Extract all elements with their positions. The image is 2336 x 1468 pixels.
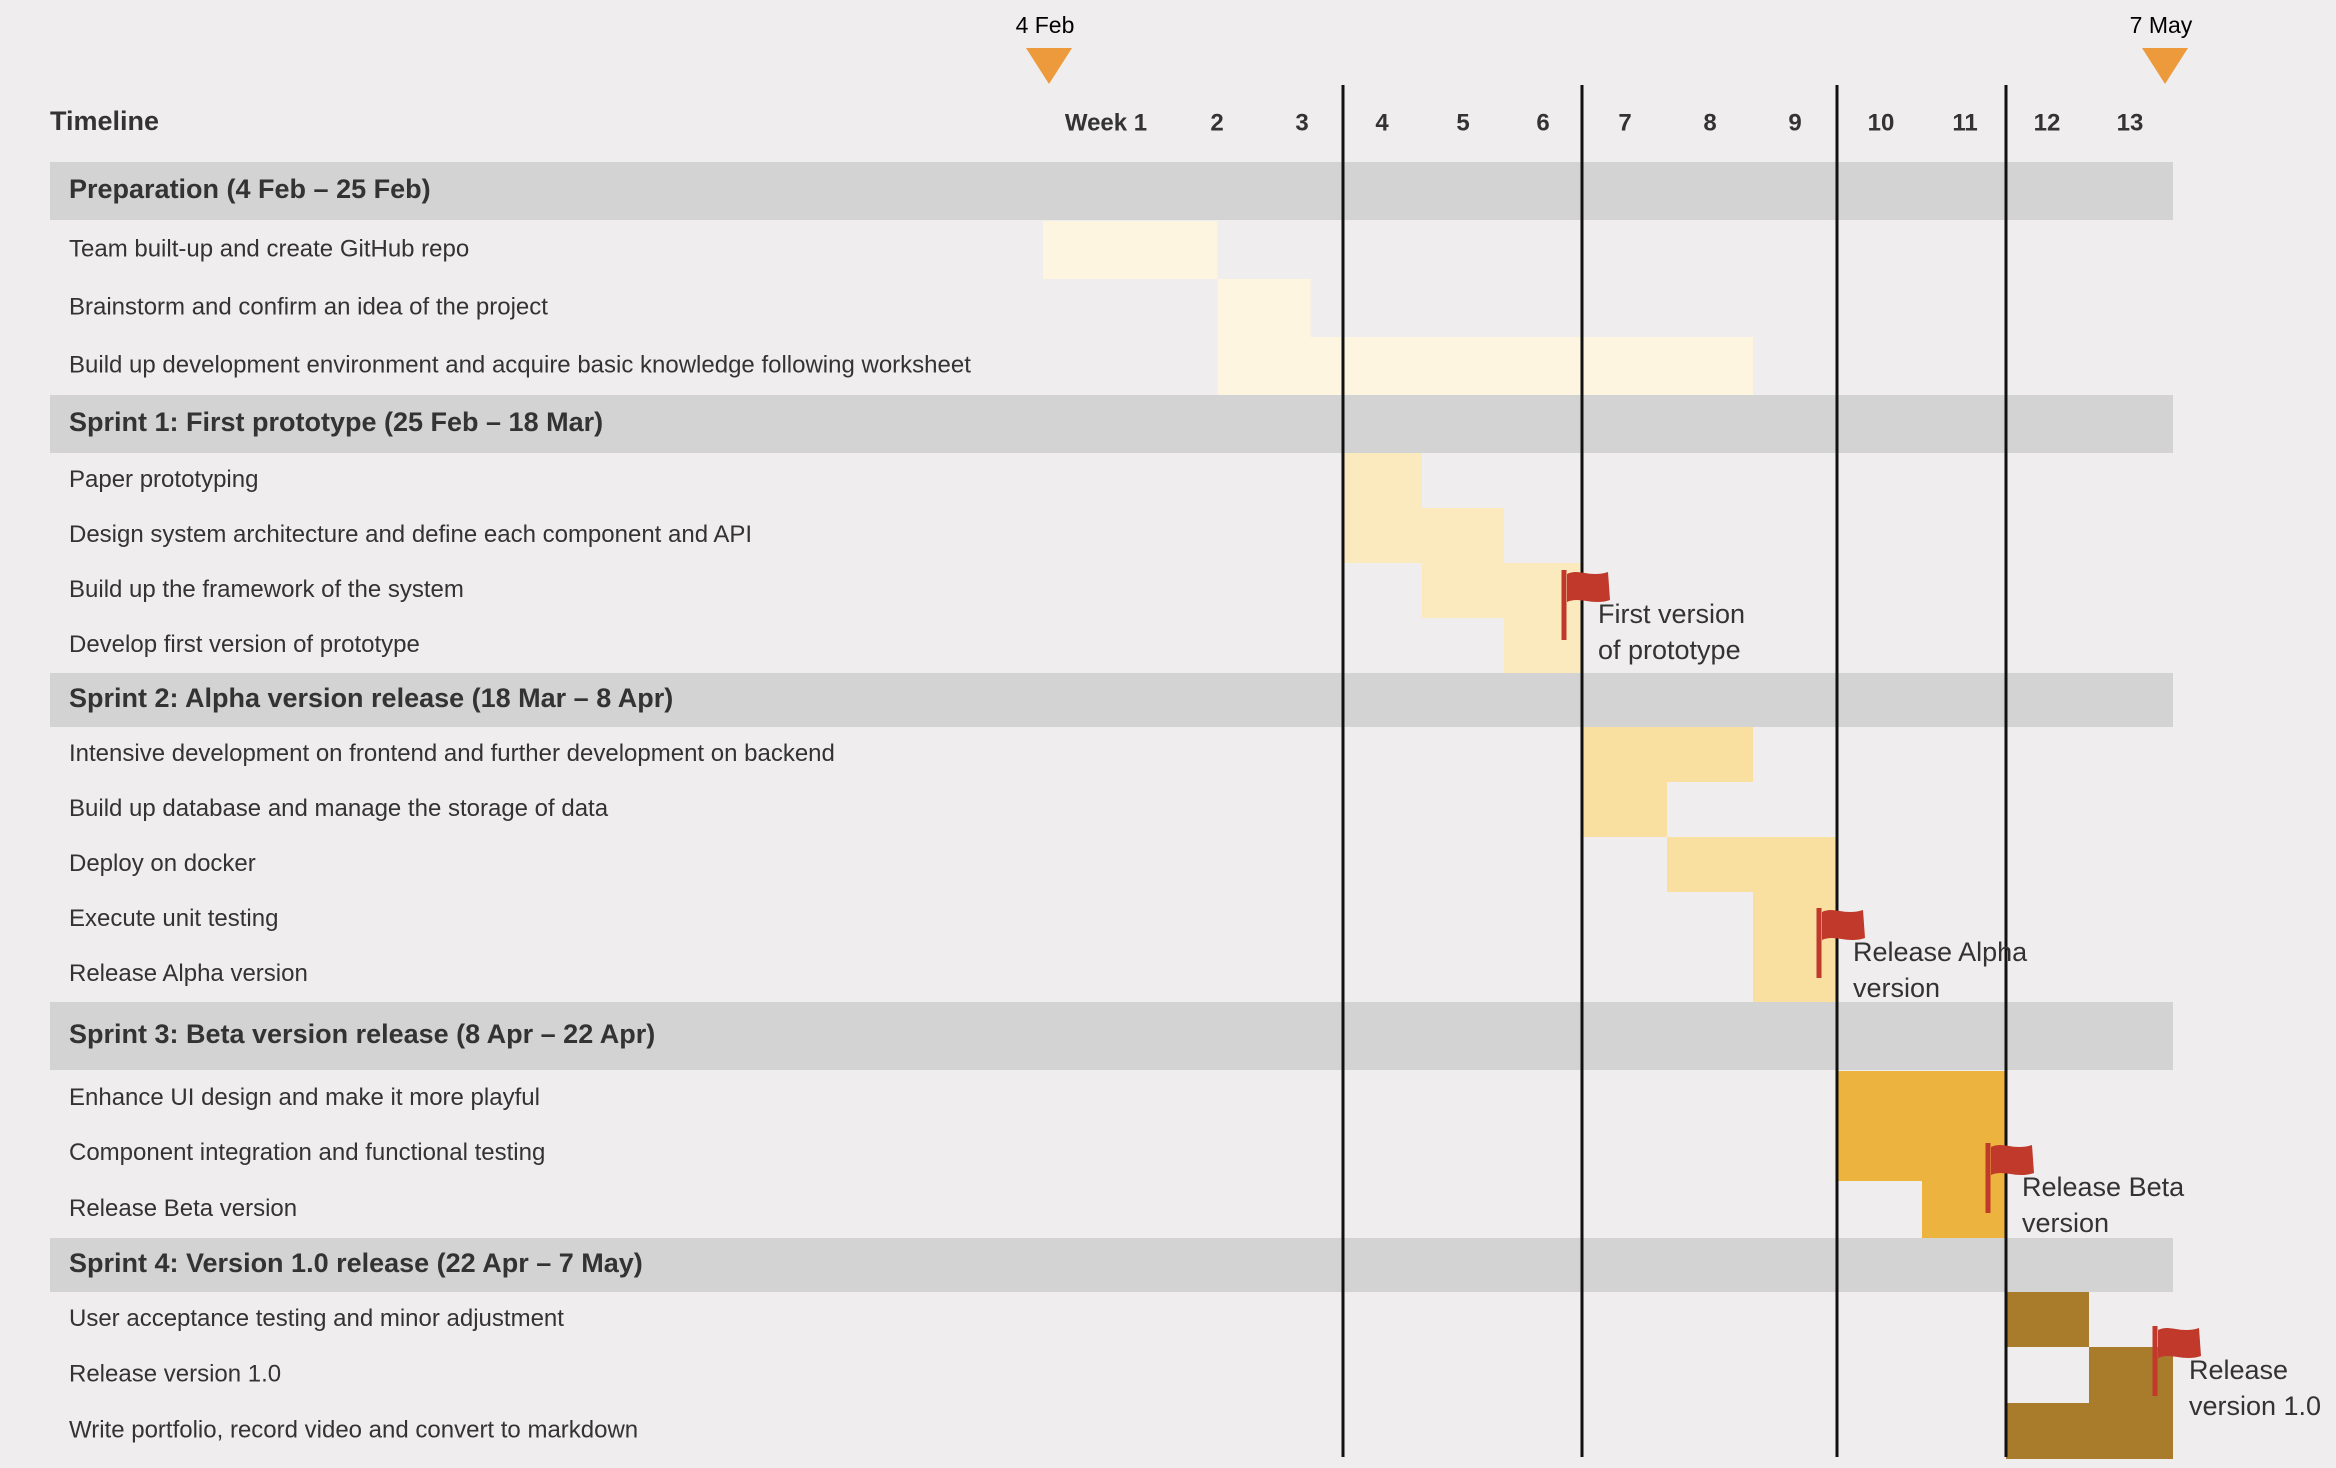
task-label: Build up the framework of the system <box>69 576 464 603</box>
task-label: Release version 1.0 <box>69 1360 281 1387</box>
date-marker-label: 7 May <box>2130 12 2193 38</box>
task-label: Brainstorm and confirm an idea of the pr… <box>69 293 548 320</box>
task-bar <box>2006 1403 2173 1459</box>
group-label: Sprint 4: Version 1.0 release (22 Apr – … <box>69 1248 643 1278</box>
group-band <box>50 162 2173 220</box>
group-label: Sprint 2: Alpha version release (18 Mar … <box>69 683 673 713</box>
task-bar <box>1217 337 1753 395</box>
group-band <box>50 395 2173 453</box>
week-label: 3 <box>1295 109 1308 136</box>
week-label: 2 <box>1210 109 1223 136</box>
task-label: User acceptance testing and minor adjust… <box>69 1305 564 1332</box>
task-label: Enhance UI design and make it more playf… <box>69 1084 540 1111</box>
task-label: Write portfolio, record video and conver… <box>69 1416 638 1443</box>
milestone-label: version <box>1853 973 1940 1003</box>
week-label: 13 <box>2117 109 2144 136</box>
group-label: Preparation (4 Feb – 25 Feb) <box>69 174 431 204</box>
week-label: 4 <box>1375 109 1389 136</box>
milestone-flag-icon <box>1822 910 1865 940</box>
milestone-label: Release <box>2189 1355 2288 1385</box>
milestone-label: First version <box>1598 599 1745 629</box>
week-label: 7 <box>1618 109 1631 136</box>
chart-title: Timeline <box>50 106 160 136</box>
milestone-flag-icon <box>1991 1145 2034 1175</box>
date-marker-icon <box>1026 48 1072 84</box>
task-label: Team built-up and create GitHub repo <box>69 235 469 262</box>
task-bar <box>1504 618 1582 673</box>
week-label: 5 <box>1456 109 1469 136</box>
week-label: Week 1 <box>1065 109 1147 136</box>
task-label: Release Alpha version <box>69 960 308 987</box>
group-label: Sprint 1: First prototype (25 Feb – 18 M… <box>69 407 603 437</box>
week-label: 6 <box>1536 109 1549 136</box>
task-label: Build up database and manage the storage… <box>69 795 609 822</box>
task-bar <box>1217 279 1311 337</box>
week-label: 10 <box>1868 109 1895 136</box>
milestone-flag-icon <box>1567 572 1610 602</box>
task-bar <box>1343 508 1504 563</box>
task-bar <box>1753 947 1837 1002</box>
milestone-label: version <box>2022 1208 2109 1238</box>
task-bar <box>1922 1181 2006 1238</box>
task-label: Component integration and functional tes… <box>69 1139 545 1166</box>
group-band <box>50 1002 2173 1070</box>
task-bar <box>2006 1292 2089 1347</box>
milestone-label: Release Alpha <box>1853 937 2028 967</box>
task-bar <box>1837 1071 2006 1126</box>
milestone-label: Release Beta <box>2022 1172 2185 1202</box>
date-marker-icon <box>2142 48 2188 84</box>
task-label: Design system architecture and define ea… <box>69 521 752 548</box>
milestone-flag-icon <box>2158 1328 2201 1358</box>
task-bar <box>1837 1126 2006 1181</box>
group-label: Sprint 3: Beta version release (8 Apr – … <box>69 1019 655 1049</box>
task-label: Intensive development on frontend and fu… <box>69 740 835 767</box>
task-bar <box>1043 221 1218 279</box>
task-label: Deploy on docker <box>69 850 256 877</box>
task-bar <box>1582 727 1753 782</box>
task-bar <box>1343 453 1422 508</box>
task-label: Build up development environment and acq… <box>69 351 971 378</box>
week-label: 8 <box>1703 109 1716 136</box>
task-label: Develop first version of prototype <box>69 631 420 658</box>
week-label: 11 <box>1952 109 1977 136</box>
week-label: 9 <box>1788 109 1801 136</box>
task-bar <box>1422 563 1582 618</box>
group-band <box>50 673 2173 727</box>
milestone-label: version 1.0 <box>2189 1391 2321 1421</box>
group-band <box>50 1238 2173 1292</box>
task-bar <box>1667 837 1837 892</box>
task-label: Paper prototyping <box>69 466 258 493</box>
task-label: Release Beta version <box>69 1195 297 1222</box>
week-label: 12 <box>2034 109 2061 136</box>
task-bar <box>1582 782 1667 837</box>
milestone-label: of prototype <box>1598 635 1741 665</box>
date-marker-label: 4 Feb <box>1016 12 1075 38</box>
task-label: Execute unit testing <box>69 905 278 932</box>
